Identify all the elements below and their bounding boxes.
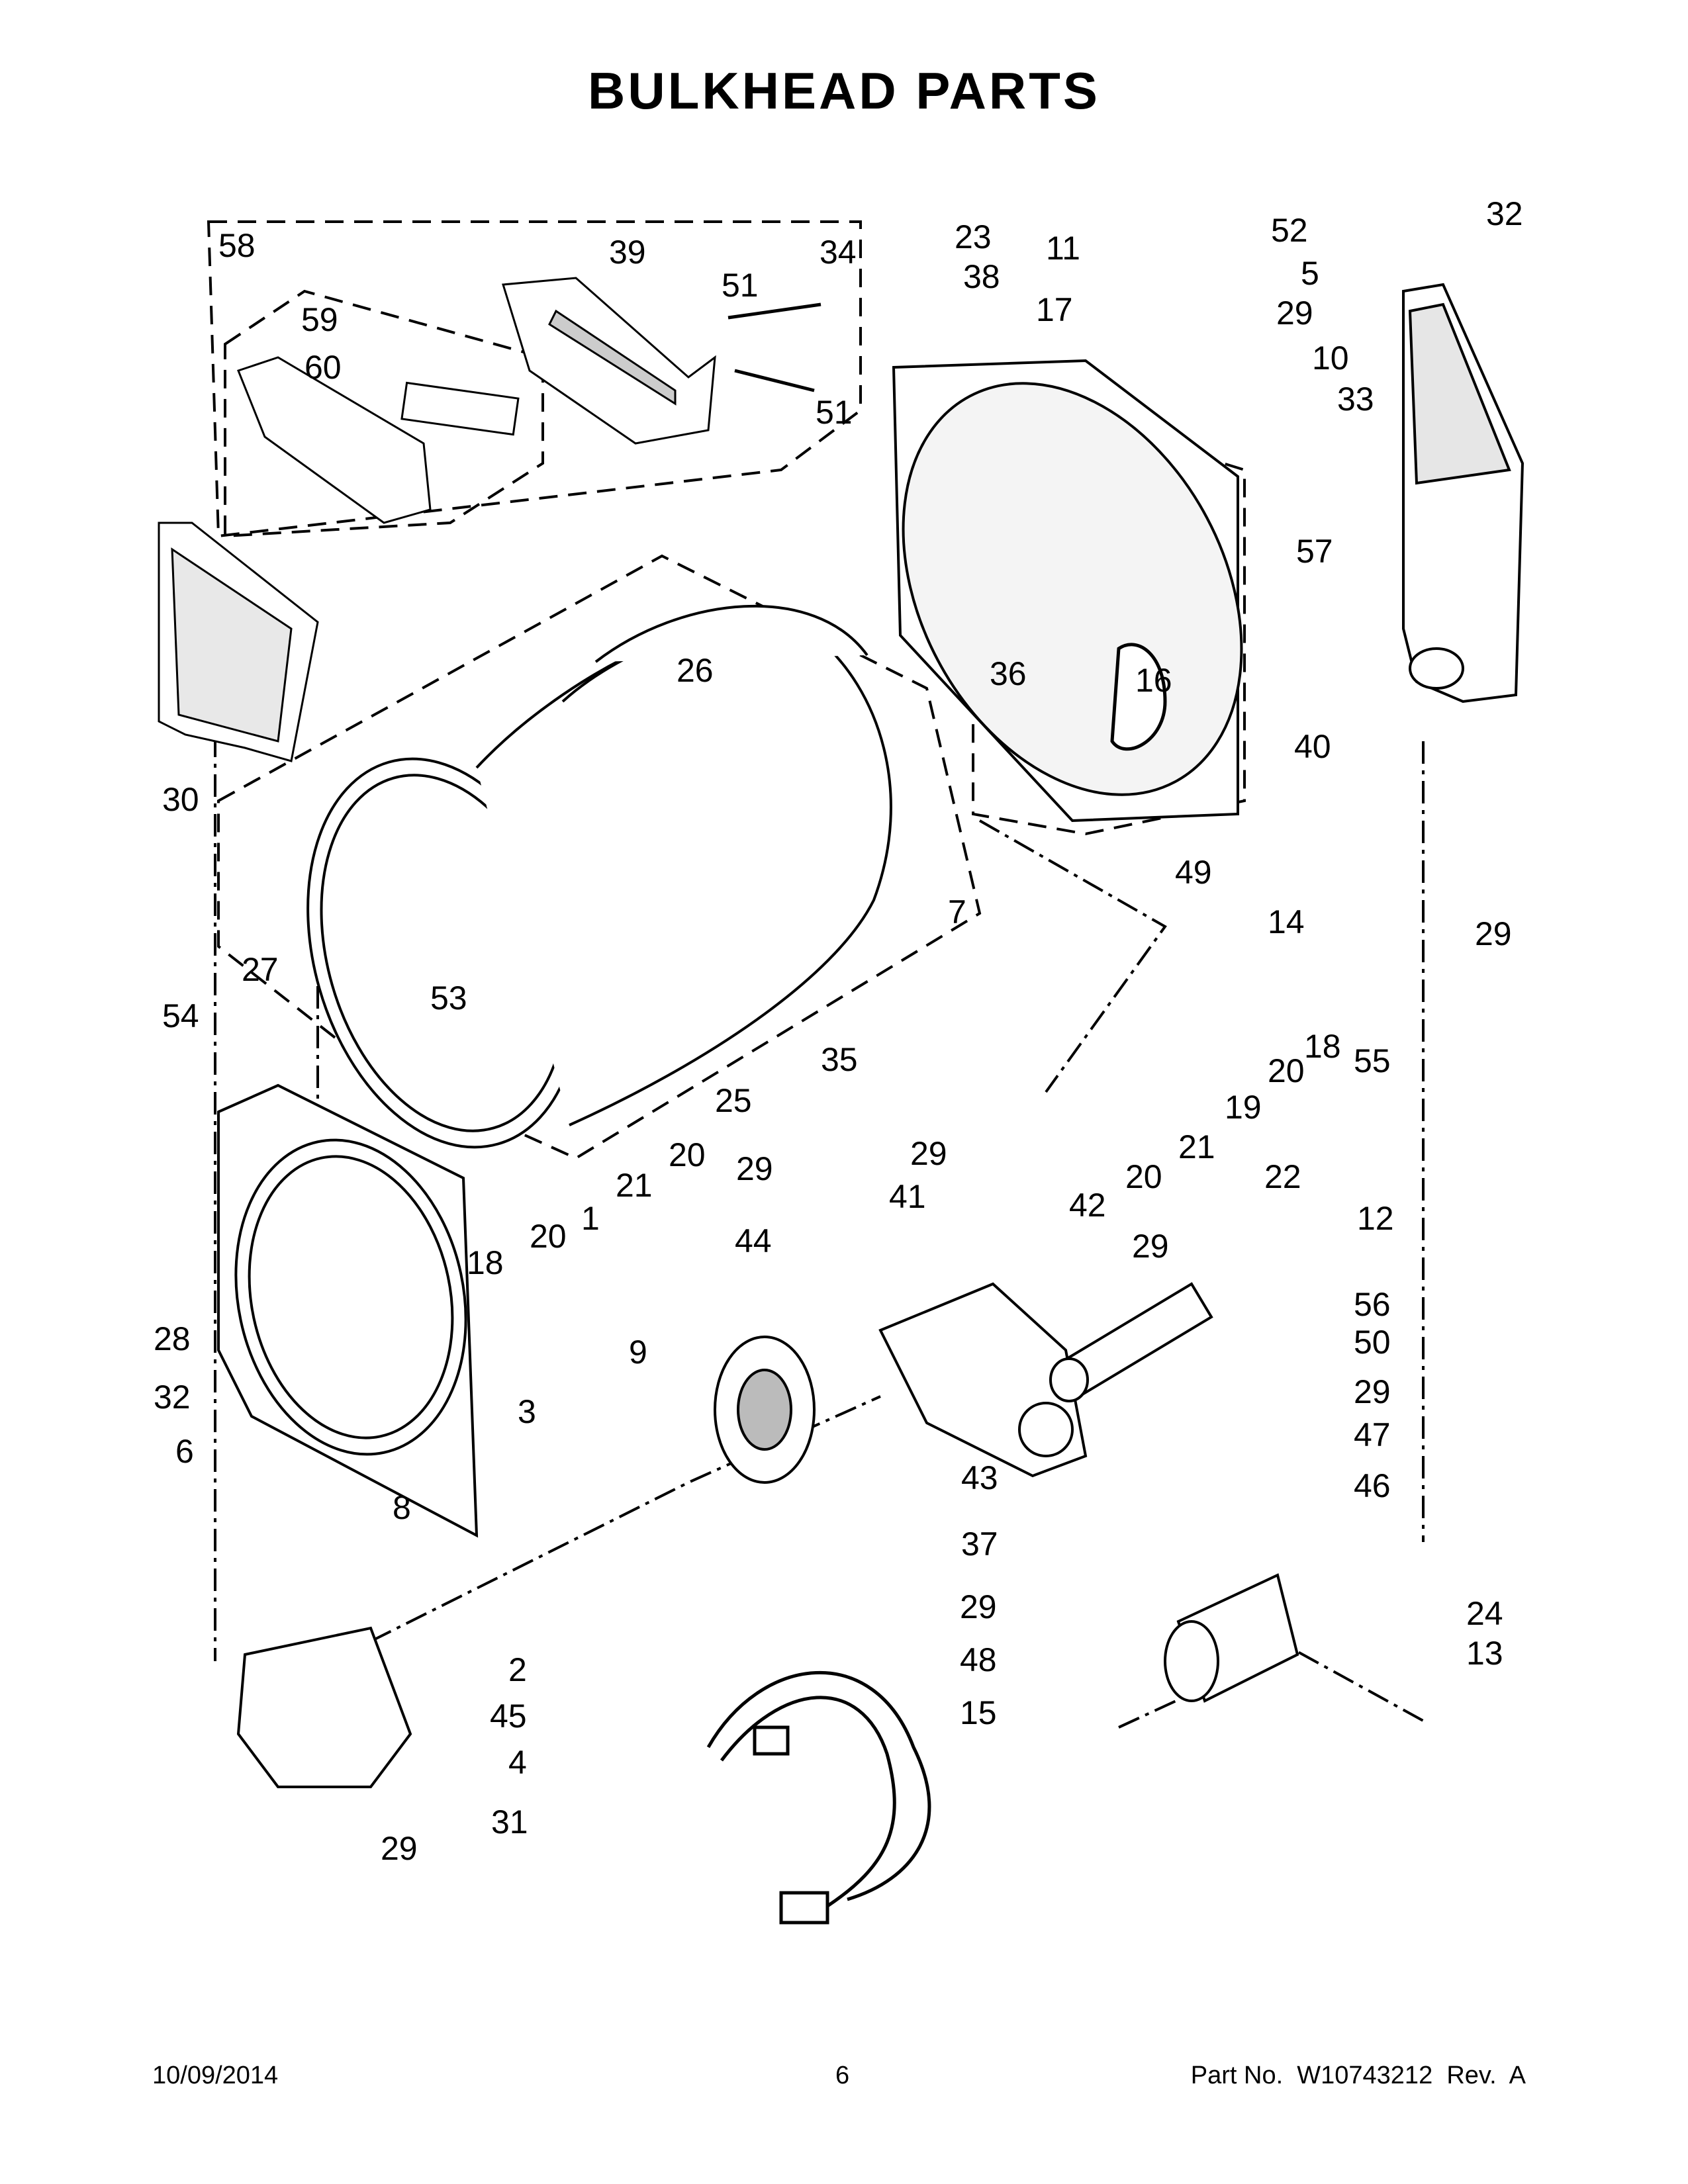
lint-screen: [158, 522, 319, 762]
callout-57: 57: [1296, 533, 1333, 570]
callout-20: 20: [1268, 1052, 1305, 1089]
callout-20d: 20: [530, 1218, 567, 1255]
blower-wheel: [714, 1336, 816, 1484]
footer-date: 10/09/2014: [152, 2062, 279, 2089]
callout-48: 48: [960, 1641, 997, 1678]
callout-37: 37: [961, 1525, 998, 1563]
guide-line-axis: [370, 1395, 881, 1643]
callout-52: 52: [1271, 212, 1308, 249]
callout-60: 60: [305, 349, 342, 386]
callout-24: 24: [1466, 1595, 1503, 1632]
callout-11: 11: [1046, 230, 1080, 267]
callout-23: 23: [955, 218, 992, 255]
footer-page-number: 6: [835, 2062, 850, 2089]
drum: [306, 604, 892, 1149]
group-box-inner-panel: [224, 289, 544, 538]
callout-13: 13: [1466, 1635, 1503, 1672]
callout-31: 31: [491, 1803, 528, 1841]
callout-9: 9: [629, 1334, 647, 1371]
callout-33: 33: [1337, 381, 1374, 418]
callout-21: 21: [1178, 1128, 1215, 1165]
callout-21b: 21: [616, 1167, 653, 1204]
group-box-front-panel-assembly: [207, 220, 862, 538]
callout-38: 38: [963, 258, 1000, 295]
front-panel-assembly: [502, 277, 821, 445]
callout-25: 25: [715, 1082, 752, 1119]
rear-bulkhead: [892, 359, 1243, 823]
callout-18b: 18: [467, 1244, 504, 1281]
callout-29d: 29: [736, 1150, 773, 1187]
callout-20b: 20: [1125, 1158, 1162, 1195]
callout-29c: 29: [910, 1135, 947, 1172]
callout-26: 26: [677, 652, 714, 689]
callout-51: 51: [722, 267, 759, 304]
blower-housing: [878, 1282, 1088, 1478]
inner-panel-assembly: [237, 356, 520, 524]
footer-part-number: Part No. W10743212 Rev. A: [1190, 2062, 1526, 2089]
callout-29: 29: [1276, 295, 1313, 332]
callout-15: 15: [960, 1694, 997, 1731]
wire-harness: [706, 1670, 931, 1925]
callout-44: 44: [735, 1222, 772, 1259]
callout-30: 30: [162, 781, 199, 818]
callout-35: 35: [821, 1041, 858, 1078]
callout-6: 6: [175, 1433, 194, 1470]
callout-49: 49: [1175, 854, 1212, 891]
callout-43: 43: [961, 1459, 998, 1496]
guide-line-heater: [979, 819, 1167, 1093]
callout-34: 34: [820, 234, 857, 271]
callout-42: 42: [1069, 1187, 1106, 1224]
callout-7: 7: [948, 893, 966, 931]
exhaust-duct-cover: [1402, 283, 1524, 704]
callout-12: 12: [1357, 1200, 1394, 1237]
callout-59: 59: [301, 301, 338, 338]
callout-36: 36: [990, 655, 1027, 692]
callout-4: 4: [508, 1744, 527, 1781]
callout-16: 16: [1135, 662, 1172, 699]
callout-32: 32: [1486, 195, 1523, 232]
callout-29e: 29: [1132, 1228, 1169, 1265]
callout-1: 1: [581, 1200, 600, 1237]
callout-8: 8: [393, 1489, 411, 1526]
callout-14: 14: [1268, 903, 1305, 940]
callout-18: 18: [1304, 1028, 1341, 1065]
callout-22: 22: [1264, 1158, 1301, 1195]
callout-51b: 51: [816, 394, 853, 431]
callout-39: 39: [609, 234, 646, 271]
callout-58: 58: [218, 227, 256, 264]
callout-5: 5: [1301, 255, 1319, 292]
callout-3: 3: [518, 1393, 536, 1430]
front-bulkhead: [217, 1083, 479, 1538]
callout-28: 28: [154, 1320, 191, 1357]
callout-32b: 32: [154, 1379, 191, 1416]
callout-29f: 29: [1354, 1373, 1391, 1410]
callout-41: 41: [889, 1178, 926, 1215]
callout-56: 56: [1354, 1286, 1391, 1323]
page-title: BULKHEAD PARTS: [588, 62, 1100, 120]
callout-10: 10: [1312, 340, 1349, 377]
callout-53: 53: [430, 979, 467, 1017]
callout-46: 46: [1354, 1467, 1391, 1504]
callout-19: 19: [1225, 1089, 1262, 1126]
callout-45: 45: [490, 1698, 527, 1735]
callout-47: 47: [1354, 1416, 1391, 1453]
callout-50: 50: [1354, 1324, 1391, 1361]
callout-54: 54: [162, 997, 199, 1034]
heater-duct: [1049, 1282, 1213, 1402]
callout-29g: 29: [960, 1588, 997, 1625]
callout-29h: 29: [381, 1830, 418, 1867]
callout-2: 2: [508, 1651, 527, 1688]
callout-29b: 29: [1475, 915, 1512, 952]
exhaust-outlet: [236, 1626, 412, 1788]
callout-17: 17: [1036, 291, 1073, 328]
callout-40: 40: [1294, 728, 1331, 765]
group-box-drum: [217, 554, 982, 1160]
callout-20c: 20: [669, 1136, 706, 1173]
callout-55: 55: [1354, 1042, 1391, 1079]
callout-27: 27: [242, 951, 279, 988]
burner-tube: [1164, 1573, 1299, 1703]
